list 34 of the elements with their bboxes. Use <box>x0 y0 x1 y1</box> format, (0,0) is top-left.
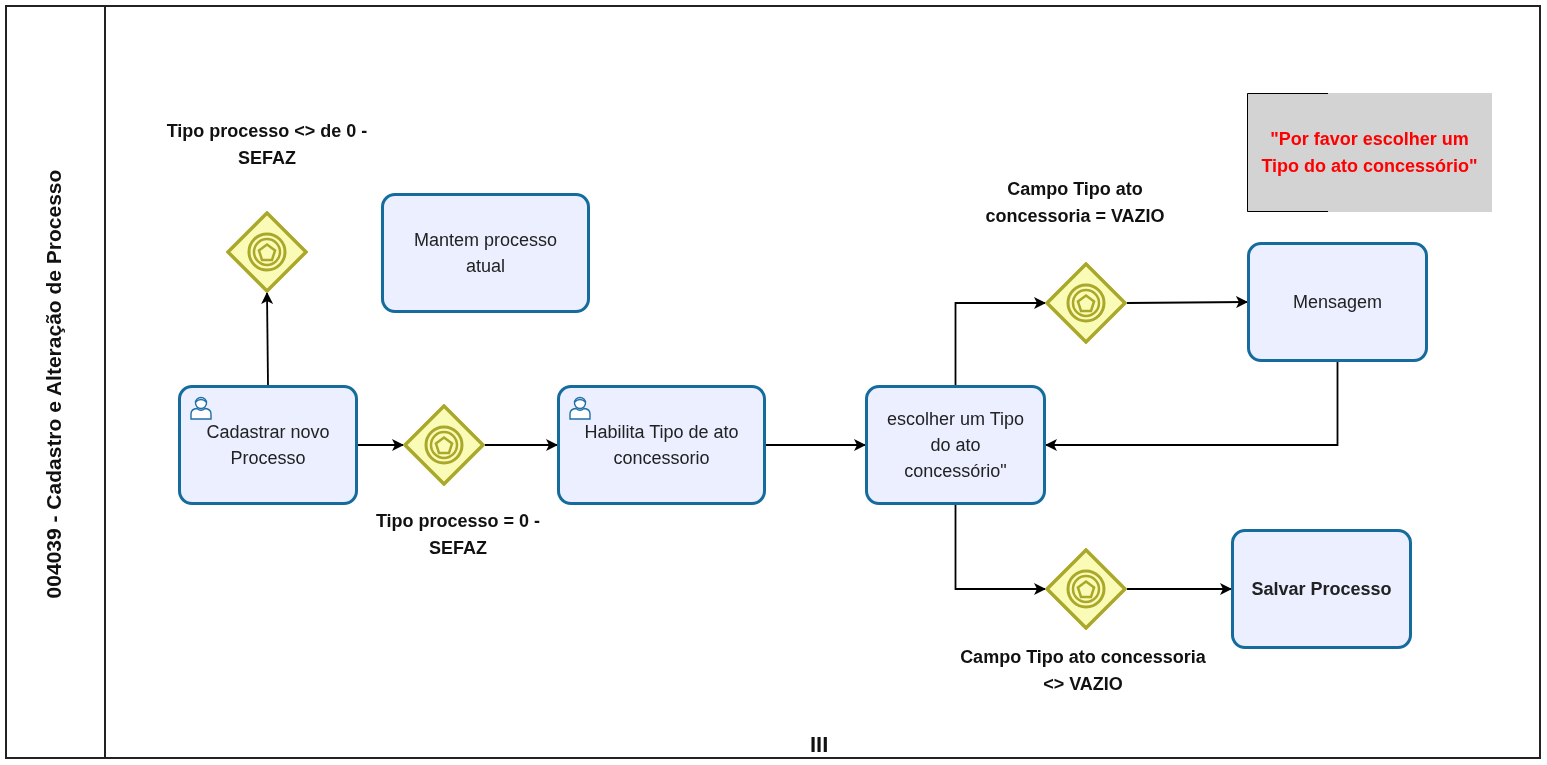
gateway-diamond <box>403 404 485 486</box>
sequence-arrow <box>357 439 404 451</box>
gateway-diamond <box>1045 548 1127 630</box>
task-box <box>1247 242 1428 362</box>
task-label: Cadastrar novo Processo <box>205 421 331 470</box>
task-box <box>557 385 766 505</box>
sequence-arrow <box>765 439 866 451</box>
task-label: Habilita Tipo de ato concessorio <box>583 421 740 470</box>
task-label: Salvar Processo <box>1251 578 1392 601</box>
task-box <box>865 385 1046 505</box>
pool-title: 004039 - Cadastro e Alteração de Processo <box>41 169 66 599</box>
task-box <box>1231 529 1412 649</box>
condition-label: Tipo processo <> de 0 - SEFAZ <box>165 120 369 170</box>
sequence-arrow <box>484 439 558 451</box>
sequence-arrow <box>1045 361 1339 451</box>
sequence-arrow <box>1126 583 1232 595</box>
sequence-arrow <box>954 297 1046 386</box>
task-label: Mensagem <box>1292 291 1382 314</box>
condition-label: Tipo processo = 0 - SEFAZ <box>374 510 542 560</box>
sequence-arrow <box>1126 296 1248 309</box>
sequence-arrow <box>261 292 274 386</box>
message-text: "Por favor escolher um Tipo do ato concessório" <box>1261 127 1478 178</box>
condition-label: Campo Tipo ato concessoria = VAZIO <box>984 178 1166 228</box>
gateway-diamond <box>1045 262 1127 344</box>
gateway-diamond <box>226 211 308 293</box>
collapse-marker-label: III <box>810 732 829 758</box>
task-box <box>381 193 590 313</box>
task-box <box>178 385 358 505</box>
condition-label: Campo Tipo ato concessoria <> VAZIO <box>959 646 1207 696</box>
task-label: Mantem processo atual <box>412 229 559 278</box>
note-annotation <box>1247 93 1492 212</box>
task-label: escolher um Tipo do ato concessório" <box>885 408 1026 483</box>
sequence-arrow <box>954 504 1046 595</box>
swimlane-pool <box>5 5 1541 759</box>
